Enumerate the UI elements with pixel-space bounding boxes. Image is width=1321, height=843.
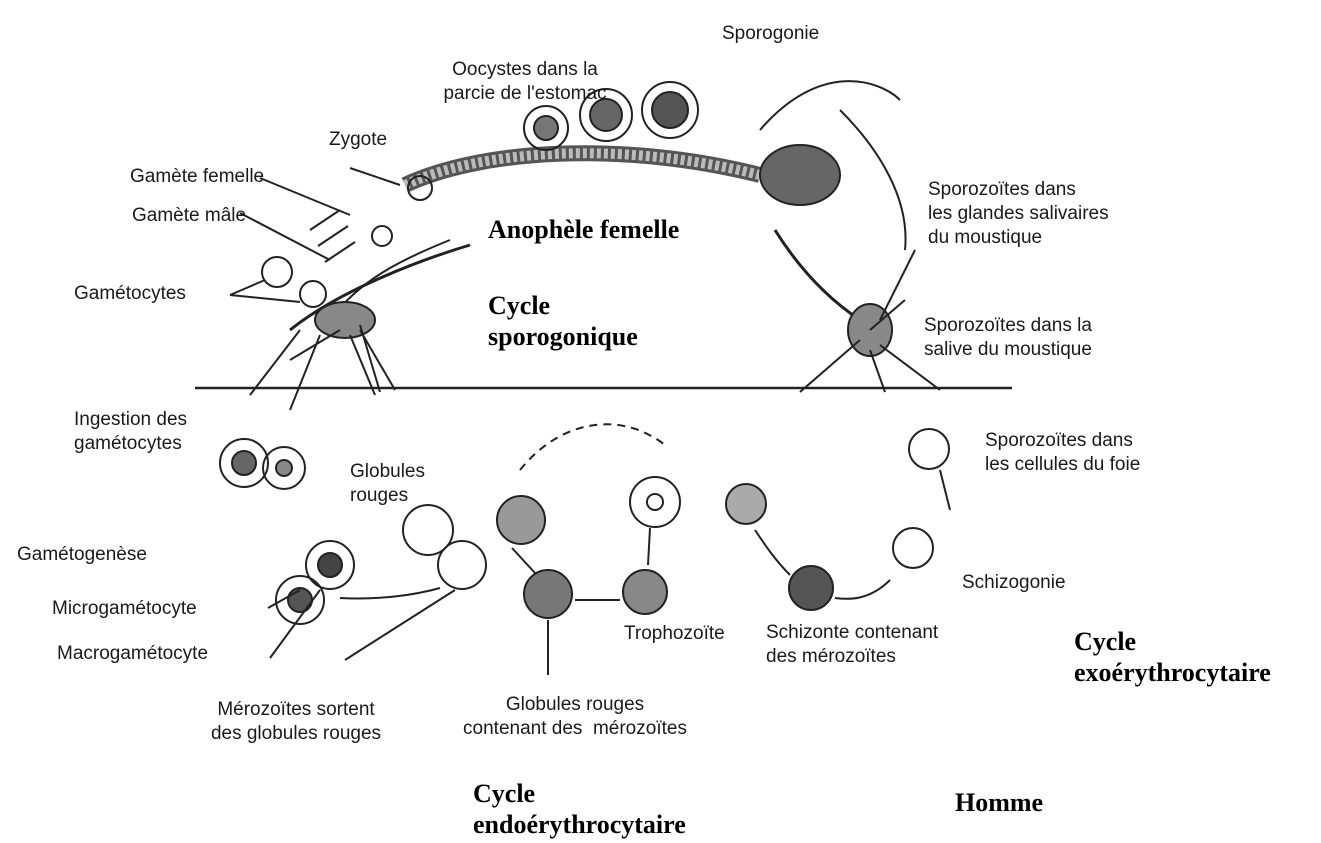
- label-gamete-male: Gamète mâle: [132, 204, 246, 228]
- arrow-schizont-to-rbc: [755, 530, 790, 575]
- label-sporozoites-foie: Sporozoïtes dans les cellules du foie: [985, 429, 1140, 477]
- trophozoite-cell: [623, 570, 667, 614]
- label-gametogenese: Gamétogenèse: [17, 543, 147, 567]
- heading-anophele-femelle: Anophèle femelle: [488, 214, 679, 245]
- heading-cycle-endoerythrocytaire: Cycle endoérythrocytaire: [473, 778, 686, 840]
- mosquito-proboscis-top: [840, 110, 906, 250]
- salivary-gland: [760, 145, 840, 205]
- label-gametocytes: Gamétocytes: [74, 282, 186, 306]
- label-sporozoites-glandes: Sporozoïtes dans les glandes salivaires …: [928, 178, 1109, 250]
- heading-cycle-sporogonique: Cycle sporogonique: [488, 290, 638, 352]
- label-schizonte: Schizonte contenant des mérozoïtes: [766, 621, 938, 669]
- label-merozoites-sortent: Mérozoïtes sortent des globules rouges: [186, 698, 406, 746]
- label-globules-rouges: Globules rouges: [350, 460, 425, 508]
- heading-cycle-exoerythrocytaire: Cycle exoérythrocytaire: [1074, 626, 1271, 688]
- label-sporogonie: Sporogonie: [722, 22, 819, 46]
- label-ingestion: Ingestion des gamétocytes: [74, 408, 187, 456]
- label-globules-merozoites: Globules rouges contenant des mérozoïtes: [425, 693, 725, 741]
- gametocyte-2: [300, 281, 326, 307]
- merozoites-pointer: [345, 590, 455, 660]
- mosquito-stomach-arch: [405, 153, 760, 185]
- heading-homme: Homme: [955, 787, 1043, 818]
- label-oocystes: Oocystes dans la parcie de l'estomac: [410, 58, 640, 106]
- sporozoites-salive-pointer: [880, 250, 915, 320]
- label-microgametocyte: Microgamétocyte: [52, 597, 197, 621]
- rbc-2: [438, 541, 486, 589]
- liver-cell-sporozoite: [909, 429, 949, 469]
- label-schizogonie: Schizogonie: [962, 571, 1066, 595]
- rbc-bursting: [497, 496, 545, 544]
- arrow-ring-to-tropho: [648, 528, 650, 565]
- schizont-rbc-cell: [524, 570, 572, 618]
- rbc-late: [726, 484, 766, 524]
- label-zygote: Zygote: [329, 128, 387, 152]
- gamete-female: [372, 226, 392, 246]
- label-macrogametocyte: Macrogamétocyte: [57, 642, 208, 666]
- zygote-pointer: [350, 168, 400, 185]
- mosquito-wing-top: [760, 81, 900, 130]
- merozoite-release-path: [520, 424, 665, 470]
- right-mosquito: [775, 230, 940, 392]
- label-gamete-femelle: Gamète femelle: [130, 165, 264, 189]
- gamete-female-pointer: [260, 178, 350, 215]
- liver-cell-developing: [893, 528, 933, 568]
- arrow-schizont-to-burst: [512, 548, 535, 573]
- arrow-schizogonie: [835, 580, 890, 599]
- gametocytes-pointer: [230, 280, 300, 302]
- left-mosquito: [250, 240, 470, 410]
- label-sporozoites-salive: Sporozoïtes dans la salive du moustique: [924, 314, 1092, 362]
- rbc-ring: [630, 477, 680, 527]
- gametogenesis-arrow: [340, 588, 440, 598]
- label-trophozoite: Trophozoïte: [624, 622, 725, 646]
- liver-schizont: [789, 566, 833, 610]
- arrow-liver-down: [940, 470, 950, 510]
- gamete-male-pointer: [240, 213, 330, 260]
- gametocyte-1: [262, 257, 292, 287]
